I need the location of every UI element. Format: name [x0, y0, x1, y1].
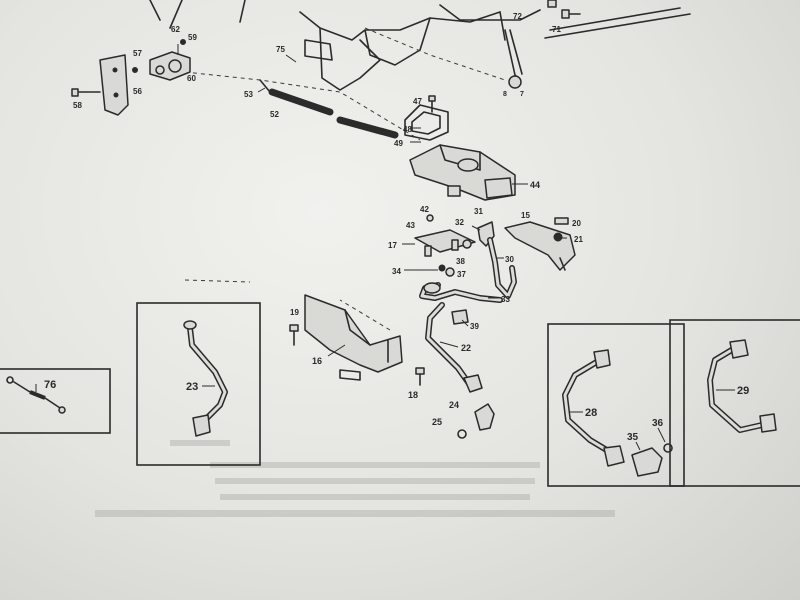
callout-8: 8: [503, 91, 507, 98]
callout-28: 28: [585, 407, 597, 419]
nut-34: [438, 264, 446, 272]
inset-frame-29: [669, 319, 800, 487]
dashed-guide-left: [184, 279, 251, 283]
callout-21: 21: [574, 235, 583, 244]
bracket-56: [99, 54, 129, 116]
chassis-frame: [149, 0, 691, 91]
callout-60: 60: [187, 74, 196, 83]
washer-38: [462, 239, 472, 249]
tube-22: [425, 302, 483, 393]
callout-19: 19: [290, 308, 299, 317]
callout-52: 52: [270, 110, 279, 119]
fitting-57-62: [149, 51, 191, 81]
o-ring-25: [457, 429, 467, 439]
bolt-47: [428, 95, 436, 113]
callout-22: 22: [461, 343, 471, 353]
bolt-18: [415, 367, 425, 386]
callout-39: 39: [470, 322, 479, 331]
fitting-39: [451, 309, 469, 325]
bolt-19: [289, 324, 299, 346]
nut-59: [180, 39, 186, 45]
callout-35: 35: [627, 432, 639, 443]
callout-labels: 76 23 62 57 59 60 56 58 53 52 75 72 71 8…: [44, 12, 749, 443]
nut-37: [445, 267, 455, 277]
valve-body-44: [409, 144, 516, 201]
washer-42: [426, 214, 434, 222]
callout-44: 44: [530, 180, 540, 190]
callout-62: 62: [171, 25, 180, 34]
bolt-20: [554, 217, 569, 225]
callout-32: 32: [455, 218, 464, 227]
callout-30: 30: [505, 255, 514, 264]
callout-53: 53: [244, 90, 253, 99]
inset-frame-28: [547, 323, 685, 487]
callout-37: 37: [457, 270, 466, 279]
nut-21: [553, 232, 563, 242]
callout-29: 29: [737, 385, 749, 397]
callout-75: 75: [276, 45, 285, 54]
callout-20: 20: [572, 219, 581, 228]
callout-72: 72: [513, 12, 522, 21]
shift-lever: [504, 29, 523, 89]
bracket-15: [504, 221, 576, 271]
callout-25: 25: [432, 417, 442, 427]
callout-57: 57: [133, 49, 142, 58]
callout-56: 56: [133, 87, 142, 96]
callout-16: 16: [312, 356, 322, 366]
plate-17: [414, 229, 476, 257]
callout-17: 17: [388, 241, 397, 250]
leader-lines: [35, 44, 735, 451]
callout-59: 59: [188, 33, 197, 42]
callout-36: 36: [652, 418, 664, 429]
callout-71: 71: [552, 25, 561, 34]
elbow-24: [474, 403, 495, 431]
callout-33: 33: [501, 295, 510, 304]
callout-7: 7: [520, 91, 524, 98]
callout-34: 34: [392, 267, 401, 276]
callout-47: 47: [413, 97, 422, 106]
callout-24: 24: [449, 400, 459, 410]
tube-30: [487, 237, 517, 299]
callout-38: 38: [456, 257, 465, 266]
callout-31: 31: [474, 207, 483, 216]
callout-43: 43: [406, 221, 415, 230]
callout-49: 49: [394, 139, 403, 148]
callout-18: 18: [408, 390, 418, 400]
inset-frame-23: [136, 302, 261, 466]
bleed-through-text: [95, 440, 615, 517]
bolt-58: [71, 88, 101, 97]
bolt-72: [547, 0, 557, 8]
bracket-16: [304, 294, 403, 381]
dashed-guide-upper: [184, 71, 421, 141]
cable-52: [259, 79, 399, 139]
bolt-71: [561, 9, 581, 19]
inset-frame-76: [0, 368, 111, 434]
callout-15: 15: [521, 211, 530, 220]
handle-48: [404, 104, 449, 141]
callout-58: 58: [73, 101, 82, 110]
dashed-guide-frame: [364, 27, 506, 81]
callout-48: 48: [403, 125, 412, 134]
dashed-guide-bracket: [339, 299, 391, 331]
tube-33: [419, 282, 503, 303]
washer-60: [132, 67, 138, 73]
callout-76: 76: [44, 379, 56, 391]
callout-42: 42: [420, 205, 429, 214]
callout-23: 23: [186, 381, 198, 393]
